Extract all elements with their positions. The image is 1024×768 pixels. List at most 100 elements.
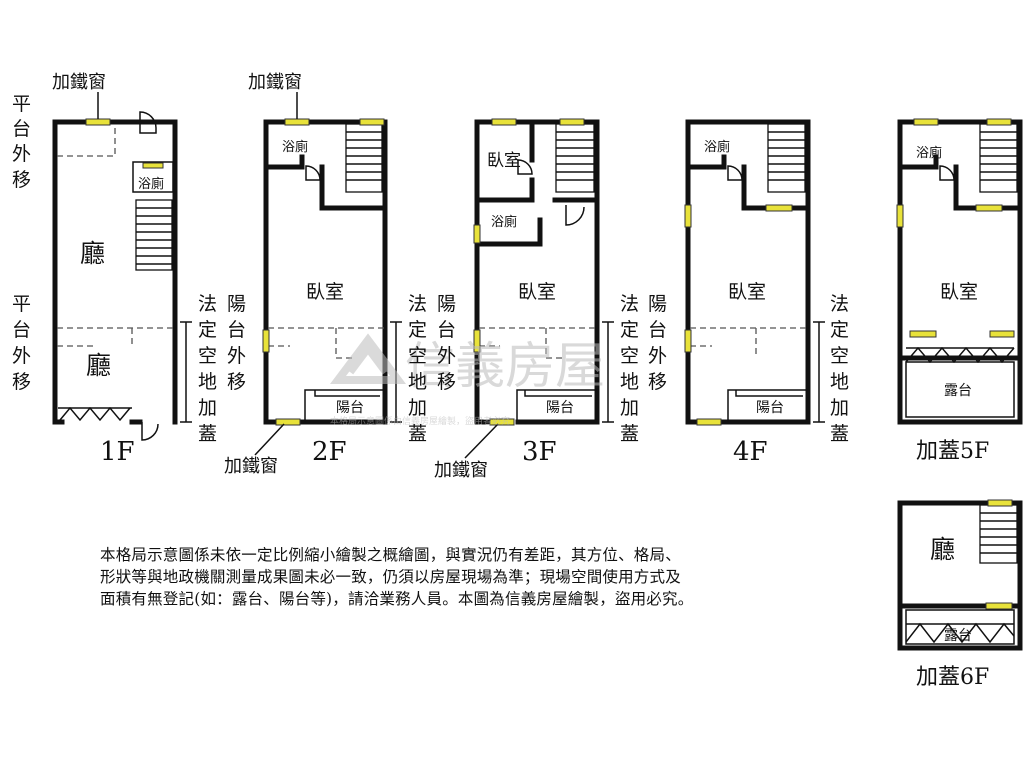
floor-6f-plan [897,499,1023,651]
6f-window-top [987,499,1013,507]
5f-window-top-left [913,118,939,126]
2f-window-top [284,118,310,126]
svg-text:移: 移 [648,371,667,393]
2f-window-left [262,329,270,353]
2f-stair [345,123,383,193]
1f-window-bath [142,162,164,169]
3f-window-top-left [491,118,517,126]
6f-window-lower [985,602,1013,610]
svg-text:加: 加 [830,397,849,419]
svg-text:加: 加 [198,397,217,419]
5f-window-lower-left [909,330,937,338]
3f-stair-treads [556,131,594,181]
floor-3f-plan [473,118,600,426]
4f-window-left-upper [684,204,692,228]
label-4f-balcony: 陽台 [756,400,784,416]
svg-text:外: 外 [12,345,31,367]
svg-text:法: 法 [408,293,427,315]
5f-wall-outline [897,119,1023,425]
5f-bath-door [939,165,955,181]
svg-text:台: 台 [648,319,667,341]
label-1f-legal-space: 法 定 空 地 加 蓋 [198,293,217,445]
disclaimer-note: 本格局示意圖係未依一定比例縮小繪製之概繪圖，與實況仍有差距，其方位、格局、 形狀… [100,544,800,610]
svg-text:台: 台 [227,319,246,341]
watermark-brand: 信義房屋 [405,337,605,395]
5f-window-top-right [986,118,1012,126]
label-6f-hall: 廳 [930,535,955,564]
label-1f-hall-lower: 廳 [86,351,111,380]
2f-window-stair [359,118,385,126]
svg-text:地: 地 [408,371,427,393]
svg-text:台: 台 [12,118,31,140]
watermark-small: 本格局示意圖係由信義房屋繪製，盜用者必究 [330,415,510,427]
svg-text:空: 空 [830,345,849,367]
svg-text:台: 台 [12,319,31,341]
svg-text:地: 地 [830,371,849,393]
watermark: 信義房屋 本格局示意圖係由信義房屋繪製，盜用者必究 [330,333,605,427]
3f-dash-mid [479,327,597,359]
label-floor-5f: 加蓋5F [916,439,989,464]
svg-text:法: 法 [620,293,639,315]
svg-text:陽: 陽 [227,293,246,315]
label-4f-bedroom: 臥室 [728,281,766,303]
label-3f-balcony-out: 陽 台 外 移 [648,293,667,393]
3f-window-bath [473,224,481,244]
4f-bath-door [727,165,743,181]
2f-window-bottom [275,418,301,426]
label-floor-2f: 2F [312,437,347,467]
5f-stair-treads [980,131,1017,181]
leader-3f-iron-window [464,423,499,459]
svg-text:法: 法 [830,293,849,315]
watermark-logo-icon [330,333,406,384]
svg-text:台: 台 [437,319,456,341]
2f-balcony-outline [304,389,385,422]
floor-1f-plan [52,111,178,441]
label-5f-bedroom: 臥室 [940,281,978,303]
label-4f-bath: 浴廁 [704,139,730,155]
svg-text:陽: 陽 [437,293,456,315]
3f-window-left [473,329,481,353]
floor-2f-plan [262,118,388,426]
label-3f-balcony: 陽台 [546,400,574,416]
label-1f-platform-lower: 平 台 外 移 [12,293,31,393]
label-2f-balcony: 陽台 [336,400,364,416]
1f-stair [135,199,173,271]
6f-iron-window-zigzag [905,622,1015,644]
6f-terrace-inner [905,609,1015,645]
2f-bath-door [305,165,321,181]
svg-text:定: 定 [198,319,217,341]
svg-text:地: 地 [198,371,217,393]
label-floor-1f: 1F [100,437,135,467]
4f-stair [767,123,806,193]
svg-text:移: 移 [227,371,246,393]
label-3f-bedroom: 臥室 [518,281,556,303]
5f-window-left [896,204,904,228]
disclaimer-line-2: 形狀等與地政機關測量成果圖未必一致，仍須以房屋現場為準；現場空間使用方式及 [100,568,681,586]
6f-stair-treads [980,512,1017,554]
label-floor-4f: 4F [733,437,768,467]
label-2f-bath: 浴廁 [282,139,308,155]
5f-iron-window-zigzag [905,346,1015,364]
label-3f-iron-window: 加鐵窗 [434,460,488,481]
3f-bedroom-door [517,159,533,175]
3f-bath-door [565,205,585,226]
3f-stair [555,123,595,193]
leader-2f-iron-window-bottom [254,423,285,456]
label-2f-iron-window-top: 加鐵窗 [248,72,302,93]
label-3f-bedroom-small: 臥室 [487,151,521,171]
svg-text:加: 加 [620,397,639,419]
label-floor-3f: 3F [522,437,557,467]
4f-window-bottom [696,418,722,426]
5f-stair [979,123,1018,193]
label-4f-legal-space: 法 定 空 地 加 蓋 [830,293,849,445]
1f-stair-treads [136,207,172,265]
1f-dash-mid [57,327,175,347]
label-2f-bedroom: 臥室 [306,281,344,303]
svg-text:空: 空 [198,345,217,367]
label-1f-hall-upper: 廳 [80,239,105,268]
svg-text:移: 移 [12,371,31,393]
svg-text:外: 外 [227,345,246,367]
1f-window-top [85,118,111,126]
1f-iron-window-zigzag [59,406,131,422]
